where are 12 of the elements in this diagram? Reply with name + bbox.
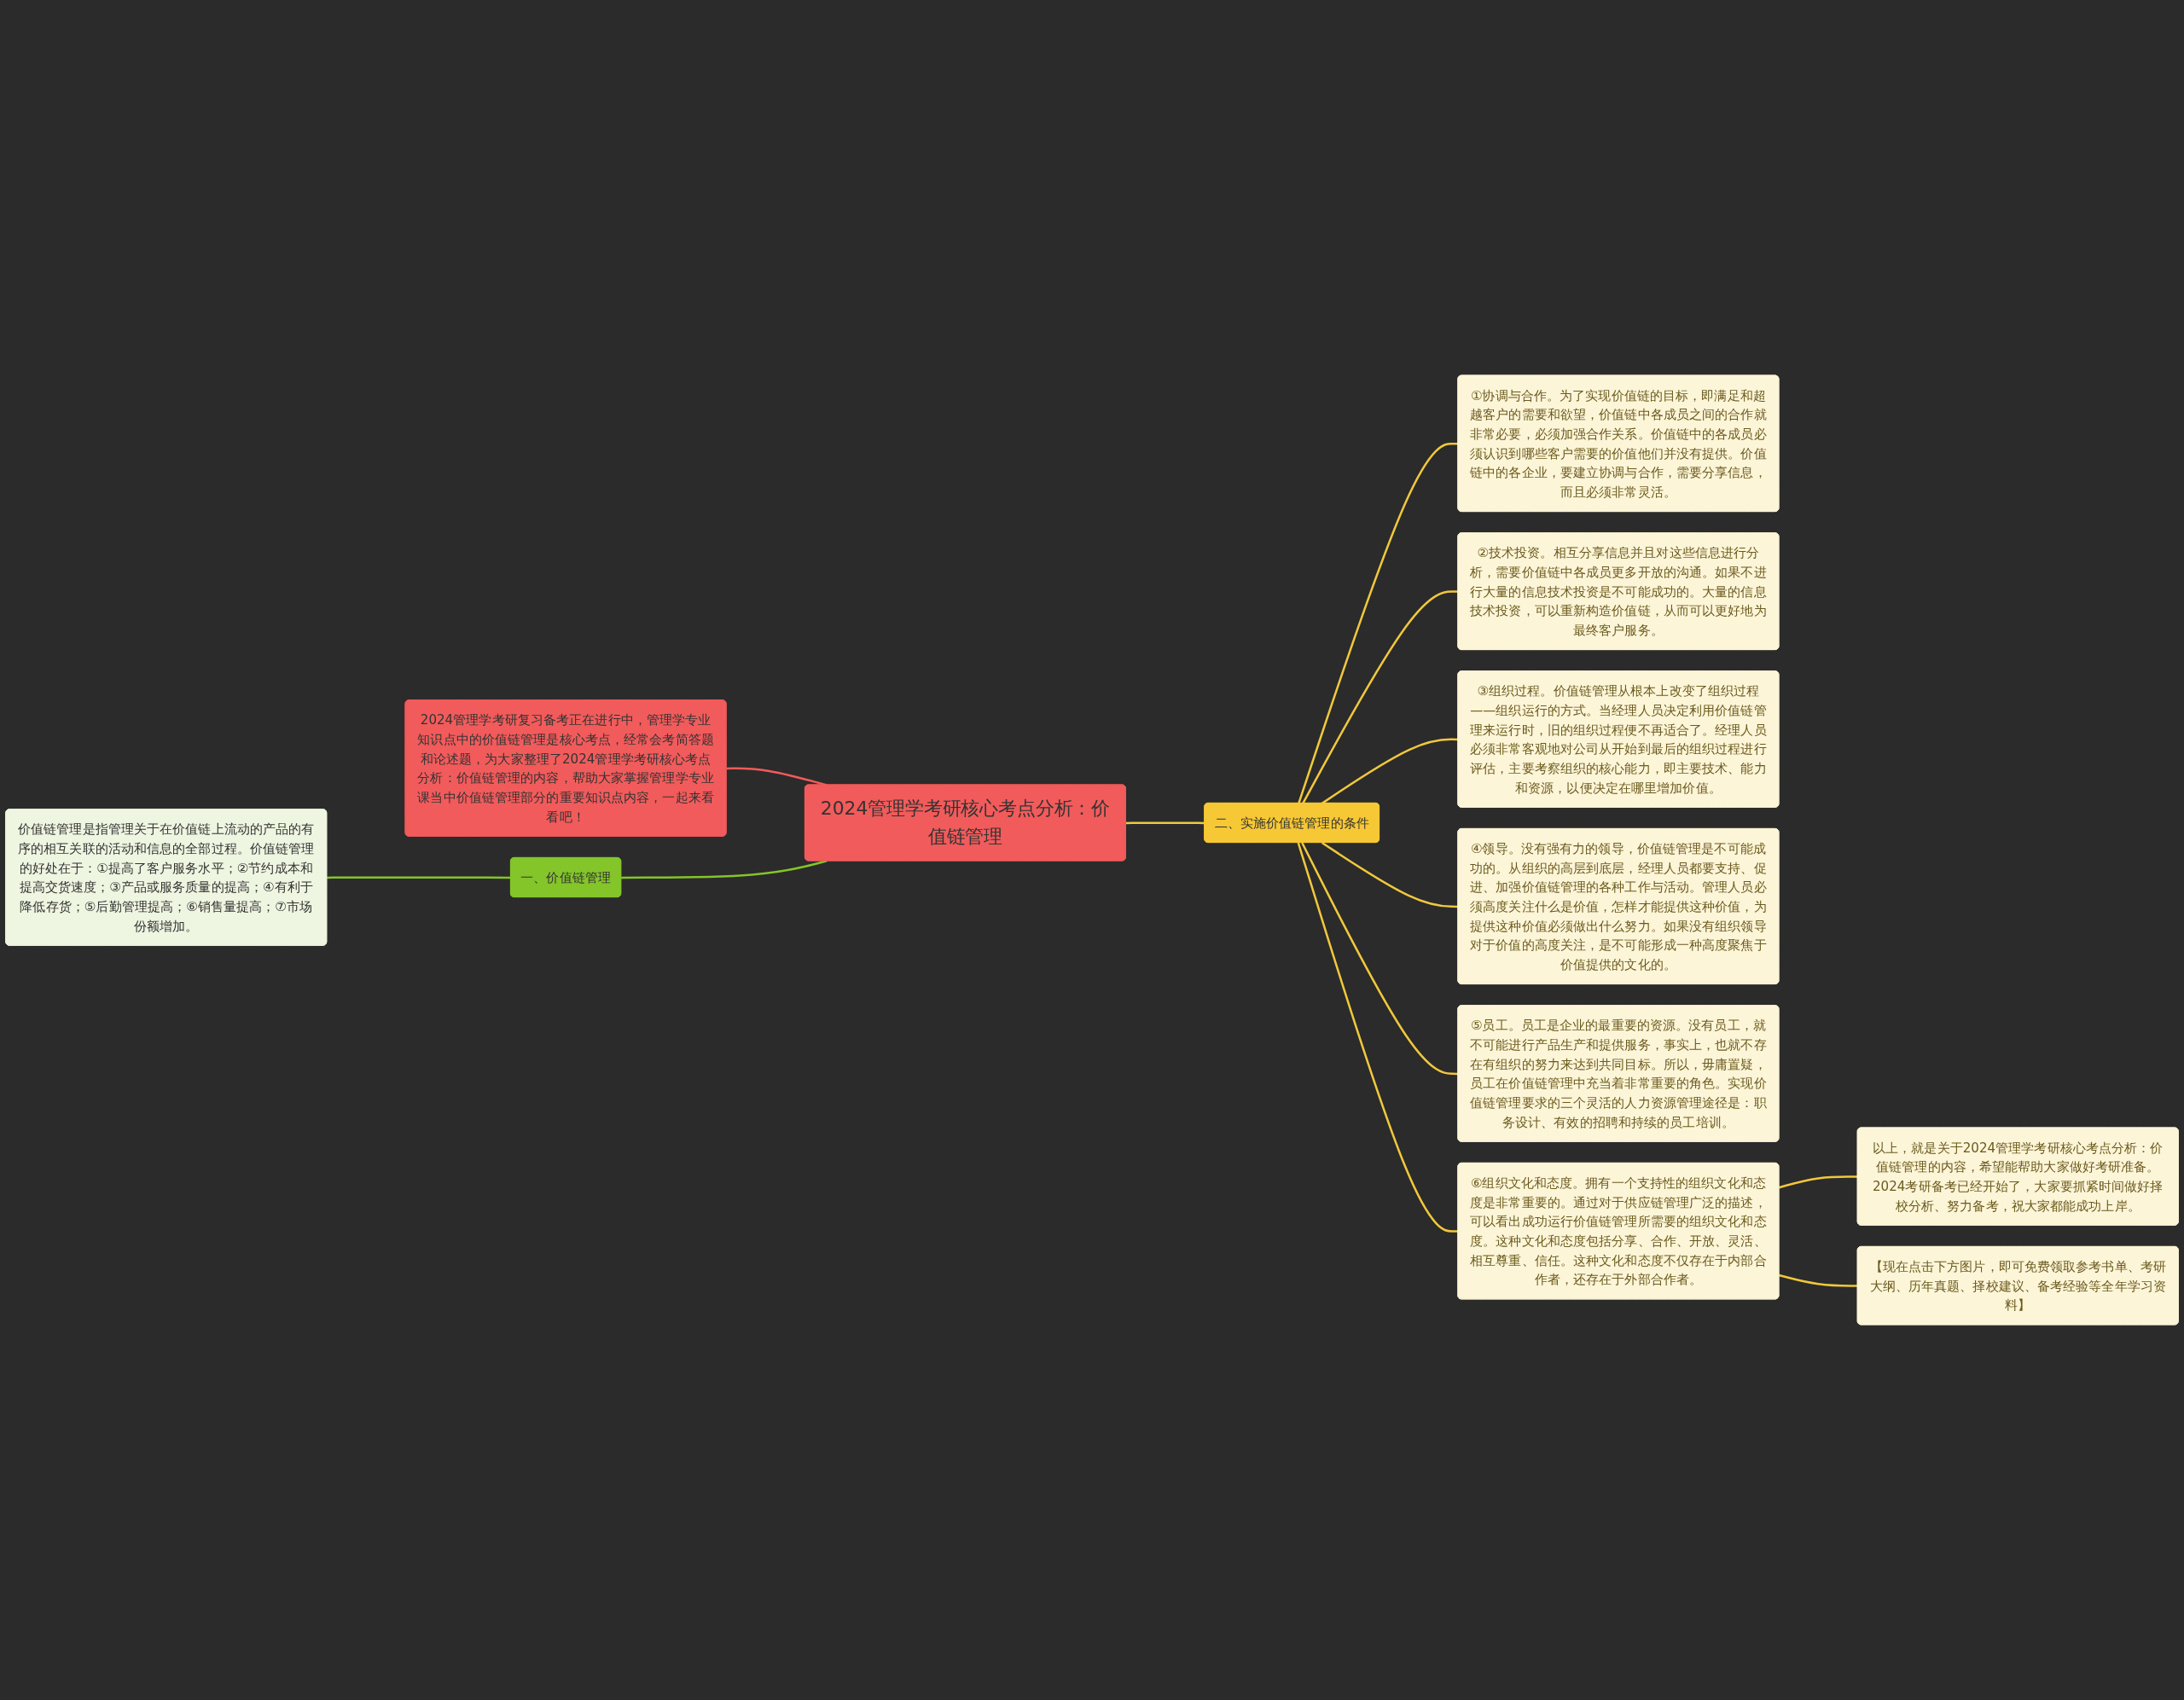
connector [1321, 738, 1459, 804]
connector [1301, 842, 1459, 1076]
connector [1297, 842, 1459, 1233]
connector [1779, 1175, 1858, 1189]
connector [1298, 442, 1459, 804]
connector [726, 767, 828, 786]
connector [1125, 821, 1205, 825]
connector [621, 860, 828, 879]
connector [327, 876, 511, 879]
connector [1779, 1274, 1858, 1287]
connector [1302, 590, 1459, 804]
connector [1321, 841, 1459, 908]
